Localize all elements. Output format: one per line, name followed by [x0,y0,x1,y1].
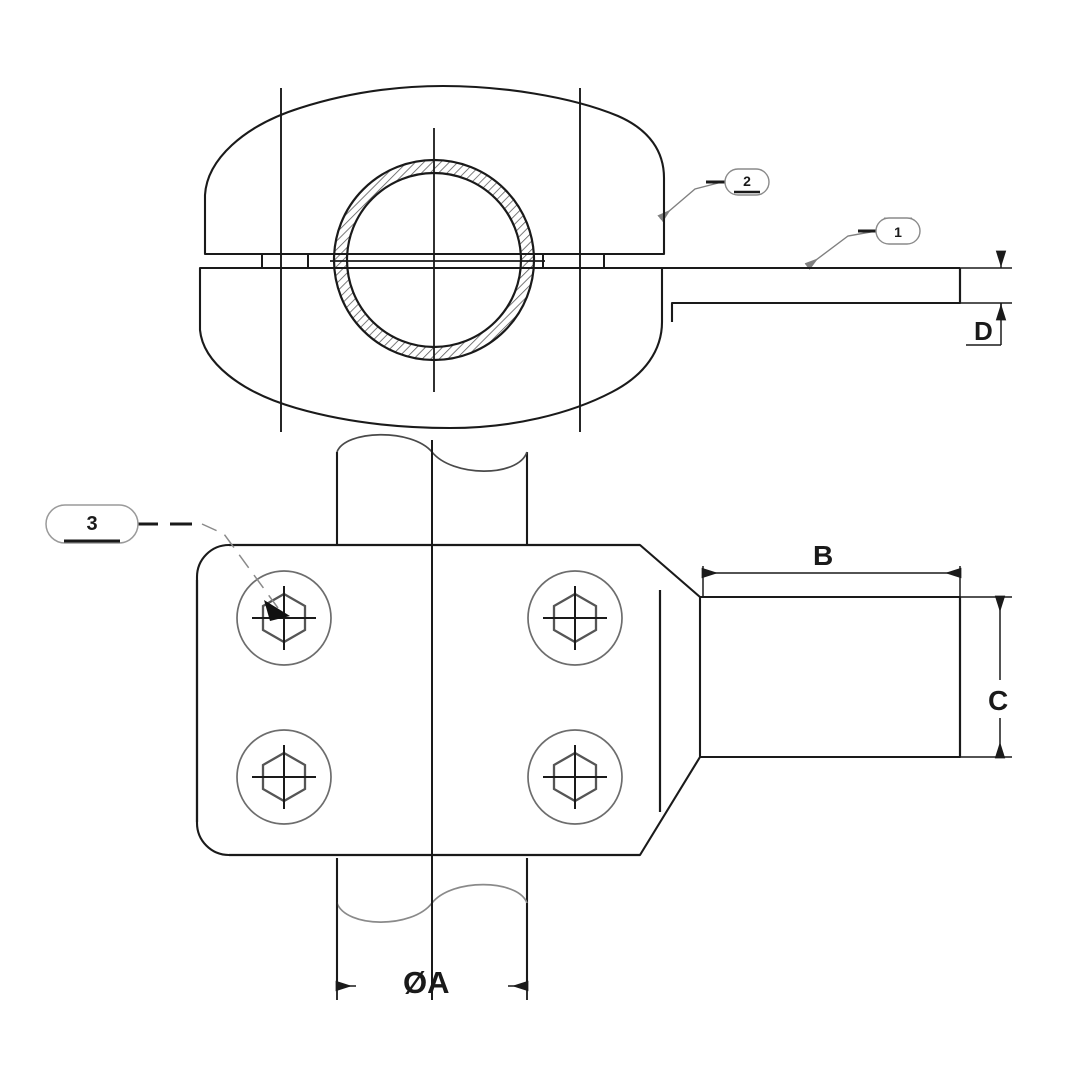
bolt-hole-top-right[interactable] [527,570,623,666]
top-view-group: D 2 1 [198,84,1012,432]
balloon-3[interactable]: 3 [45,504,139,544]
balloon-2-leader [657,180,727,222]
dim-d-label: D [974,316,993,346]
dim-c-label: C [988,685,1008,716]
dimension-c: C [960,595,1012,759]
balloon-3-shape [45,504,139,544]
counterbore-circle-top-left [236,570,332,666]
dimension-b: B [701,540,962,597]
balloon-2[interactable]: 2 [724,168,770,196]
clamp-upper-half-outline [203,84,666,256]
dimension-a: ØA [335,903,529,1000]
clamp-plate-outline [195,543,702,857]
bolt-hole-top-left[interactable] [236,570,332,666]
clamp-lower-half-outline [198,266,664,430]
balloon-2-shape [724,168,770,196]
counterbore-circle-top-right [527,570,623,666]
balloon-3-leader [136,522,279,609]
balloon-1[interactable]: 1 [875,217,921,245]
bolt-hole-bottom-right[interactable] [527,729,623,825]
balloon-2-label: 2 [743,173,751,189]
bottom-view-group: B C ØA [45,433,1012,1000]
balloon-1-label: 1 [894,224,902,240]
counterbore-circle-bottom-left [236,729,332,825]
bolt-hole-bottom-left[interactable] [236,729,332,825]
balloon-1-shape [875,217,921,245]
balloon-3-label: 3 [86,513,97,535]
balloon-3-arrowhead [264,600,290,621]
dim-a-label: ØA [403,965,450,1000]
dimension-d: D [960,250,1012,346]
dim-b-label: B [813,540,833,571]
balloon-3-leader-angled [201,523,279,609]
counterbore-circle-bottom-right [527,729,623,825]
